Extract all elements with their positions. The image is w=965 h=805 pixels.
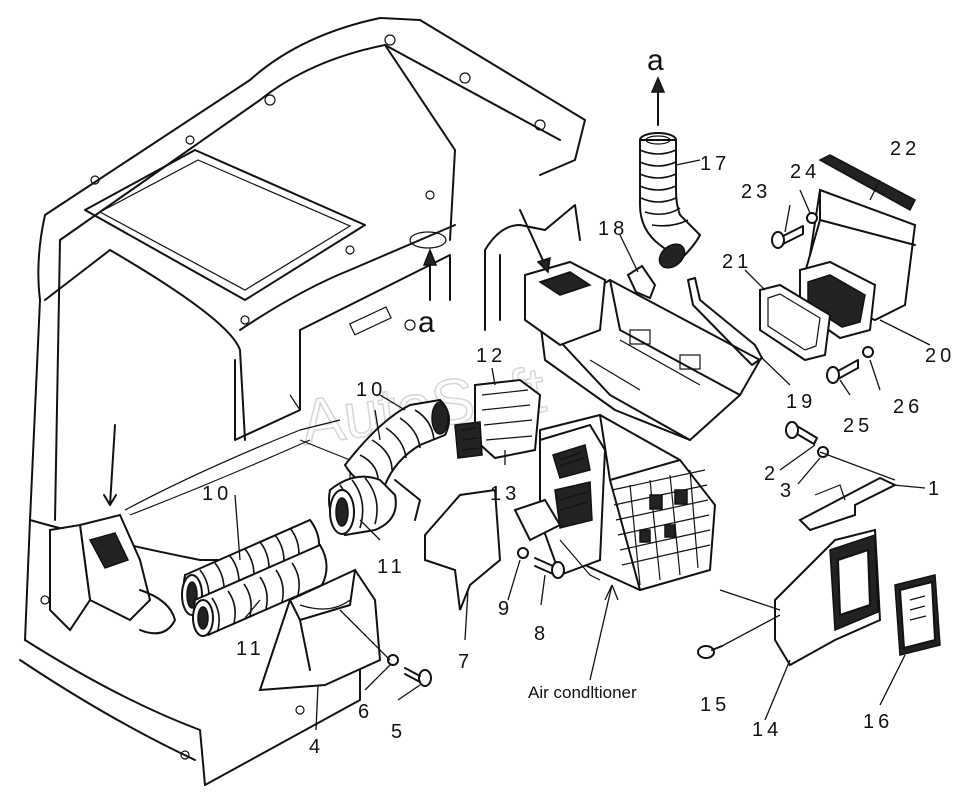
washer-6 — [387, 654, 399, 666]
bolt-8 — [534, 557, 565, 579]
label-part-19: 19 — [786, 391, 816, 413]
label-part-4: 4 — [309, 736, 324, 758]
label-part-10-left: 10 — [202, 483, 232, 505]
bolt-2 — [785, 421, 818, 445]
bolt-5 — [404, 667, 432, 687]
label-part-23: 23 — [741, 181, 771, 203]
washer-24 — [806, 212, 818, 224]
filter-22 — [818, 154, 916, 212]
label-part-1: 1 — [928, 478, 943, 500]
part-labels: 1 2 3 4 5 6 7 8 9 10 10 11 11 12 13 14 1… — [202, 138, 955, 758]
bolt-23 — [771, 225, 804, 249]
duct-14 — [774, 528, 882, 667]
label-part-18: 18 — [598, 218, 628, 240]
cab-body — [19, 17, 586, 786]
gasket-21 — [759, 283, 832, 362]
label-part-7: 7 — [458, 651, 473, 673]
duct-11-centre — [328, 475, 421, 537]
label-part-21: 21 — [722, 251, 752, 273]
label-part-17: 17 — [700, 153, 730, 175]
label-part-5: 5 — [391, 721, 406, 743]
duct-4 — [258, 568, 382, 692]
clip-18 — [626, 264, 657, 300]
air-duct-cover — [484, 204, 762, 442]
outer-box-20 — [798, 188, 917, 340]
duct-10-centre — [343, 398, 450, 487]
duct-11-left — [192, 543, 328, 637]
washer-26 — [862, 346, 874, 358]
label-part-14: 14 — [752, 719, 782, 741]
label-part-24: 24 — [790, 161, 820, 183]
label-air-conditioner: Air condltioner — [528, 683, 637, 702]
washer-9 — [517, 547, 529, 559]
arrow-label-cab: a — [418, 306, 435, 339]
label-part-3: 3 — [780, 480, 795, 502]
panel-7 — [424, 488, 502, 611]
label-part-12: 12 — [476, 345, 506, 367]
flow-arrow-cab: a — [418, 247, 438, 339]
screw-15 — [697, 645, 723, 659]
label-part-11-left: 11 — [236, 638, 265, 660]
label-part-9: 9 — [498, 598, 513, 620]
label-part-6: 6 — [358, 701, 373, 723]
label-part-13: 13 — [490, 483, 520, 505]
flow-arrow-top: a — [647, 44, 666, 126]
label-part-2: 2 — [764, 463, 779, 485]
hose-17 — [639, 132, 702, 269]
label-part-11-centre: 11 — [377, 556, 406, 578]
air-conditioner-unit — [513, 413, 717, 592]
label-part-8: 8 — [534, 623, 549, 645]
label-part-15: 15 — [700, 694, 730, 716]
label-part-25: 25 — [843, 415, 873, 437]
flow-arrow-inlet — [519, 209, 551, 274]
leader-lines — [234, 159, 931, 731]
label-part-20: 20 — [925, 345, 955, 367]
bracket-1 — [798, 476, 898, 532]
filter-16 — [894, 574, 941, 656]
duct-12 — [454, 378, 542, 460]
arrow-label-top: a — [647, 44, 664, 77]
label-part-10-centre: 10 — [356, 379, 386, 401]
label-part-16: 16 — [863, 711, 893, 733]
washer-3 — [817, 446, 829, 458]
label-part-22: 22 — [890, 138, 920, 160]
label-part-26: 26 — [893, 396, 923, 418]
bolt-25 — [826, 359, 859, 384]
